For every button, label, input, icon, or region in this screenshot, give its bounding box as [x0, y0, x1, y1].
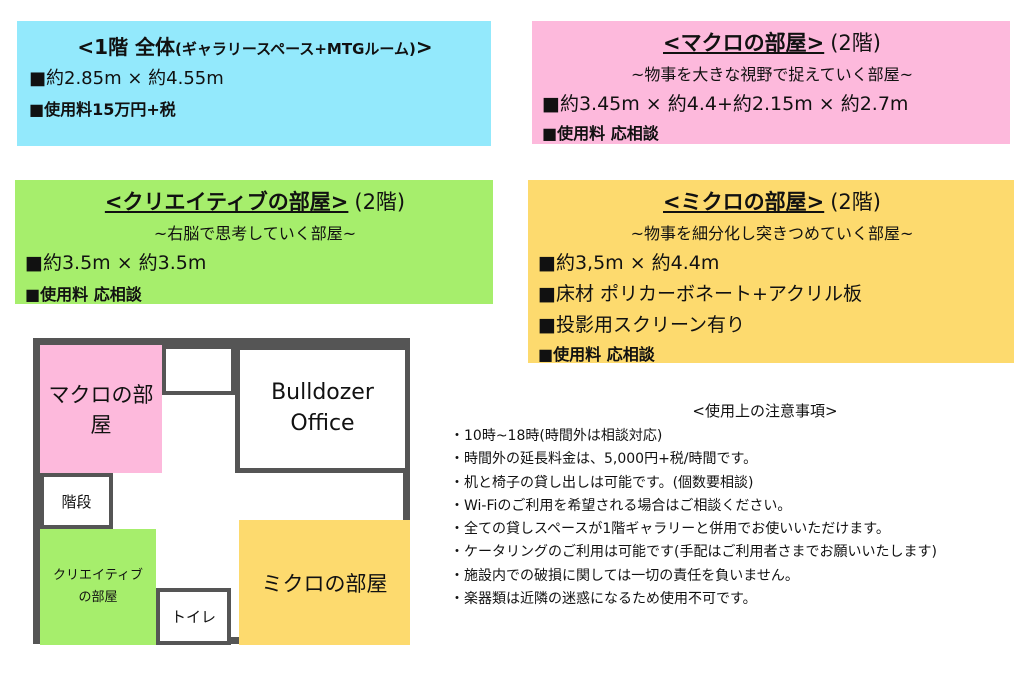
floorplan-stairs-label: 階段: [61, 492, 92, 511]
micro-room-info-box: <ミクロの部屋>(2階) ~物事を細分化し突きつめていく部屋~ ■約3,5m ×…: [528, 180, 1014, 364]
floor1-title: <1階 全体(ギャラリースペース+MTGルーム)>: [29, 31, 481, 60]
floorplan-toilet-label: トイレ: [170, 608, 216, 626]
usage-note-item: ・楽器類は近隣の迷惑になるため使用不可です。: [450, 591, 757, 608]
micro-room-title-text: <ミクロの部屋>: [663, 190, 825, 214]
macro-room-size: ■約3.45m × 約4.4+約2.15m × 約2.7m: [542, 93, 909, 115]
macro-room-fee: ■使用料 応相談: [542, 124, 659, 143]
floorplan-micro-label: ミクロの部屋: [261, 571, 388, 596]
floorplan-toilet: トイレ: [156, 588, 231, 645]
creative-room-size: ■約3.5m × 約3.5m: [25, 252, 207, 274]
floorplan-office-label-line1: Bulldozer: [271, 380, 374, 406]
usage-note-item: ・Wi-Fiのご利用を希望される場合はご相談ください。: [450, 497, 792, 514]
floorplan-office-label-line2: Office: [290, 411, 355, 436]
micro-room-floor-material: ■床材 ポリカーボネート+アクリル板: [538, 283, 862, 305]
floor1-title-text: <1階 全体: [77, 35, 176, 59]
macro-room-subtitle: ~物事を大きな視野で捉えていく部屋~: [630, 65, 913, 84]
usage-note-item: ・施設内での破損に関しては一切の責任を負いません。: [450, 567, 799, 584]
creative-room-title-text: <クリエイティブの部屋>: [104, 190, 349, 214]
usage-notes-heading: <使用上の注意事項>: [692, 402, 838, 420]
floorplan-creative-label-line1: クリエイティブ: [53, 567, 143, 583]
floor1-size: ■約2.85m × 約4.55m: [29, 68, 224, 89]
micro-room-fee: ■使用料 応相談: [538, 345, 655, 364]
floorplan-macro-label: マクロの部屋: [48, 383, 154, 437]
micro-room-title: <ミクロの部屋>(2階): [538, 186, 1006, 216]
micro-room-screen: ■投影用スクリーン有り: [538, 314, 746, 336]
creative-room-info-box: <クリエイティブの部屋>(2階) ~右脳で思考していく部屋~ ■約3.5m × …: [15, 180, 493, 304]
floorplan-creative-label-line2: の部屋: [78, 590, 118, 605]
floorplan-creative-room: クリエイティブ の部屋: [40, 529, 156, 645]
floorplan-stairs: 階段: [40, 473, 113, 529]
creative-room-subtitle: ~右脳で思考していく部屋~: [153, 224, 357, 243]
floorplan-micro-room: ミクロの部屋: [239, 520, 410, 645]
floor1-title-note: (ギャラリースペース+MTGルーム): [175, 40, 416, 58]
creative-room-level: (2階): [354, 190, 406, 214]
floorplan-macro-room: マクロの部屋: [40, 345, 162, 473]
floorplan-small-room: [162, 345, 235, 395]
floor-plan: マクロの部屋 Bulldozer Office 階段 クリエイティブ の部屋 ト…: [33, 338, 410, 645]
usage-note-item: ・全ての貸しスペースが1階ギャラリーと併用でお使いいただけます。: [450, 521, 890, 538]
macro-room-title: <マクロの部屋>(2階): [542, 27, 1002, 57]
floor1-title-end: >: [415, 35, 433, 59]
usage-notes: <使用上の注意事項> ・10時~18時(時間外は相談対応) ・時間外の延長料金は…: [450, 400, 1020, 611]
macro-room-info-box: <マクロの部屋>(2階) ~物事を大きな視野で捉えていく部屋~ ■約3.45m …: [532, 21, 1010, 144]
floor1-info-box: <1階 全体(ギャラリースペース+MTGルーム)> ■約2.85m × 約4.5…: [17, 21, 491, 146]
floorplan-office: Bulldozer Office: [235, 345, 410, 473]
usage-note-item: ・時間外の延長料金は、5,000円+税/時間です。: [450, 451, 758, 468]
usage-note-item: ・ケータリングのご利用は可能です(手配はご利用者さまでお願いいたします): [450, 544, 937, 561]
usage-note-item: ・机と椅子の貸し出しは可能です。(個数要相談): [450, 474, 754, 491]
creative-room-title: <クリエイティブの部屋>(2階): [25, 186, 485, 216]
creative-room-fee: ■使用料 応相談: [25, 285, 142, 304]
usage-note-item: ・10時~18時(時間外は相談対応): [450, 428, 663, 444]
macro-room-title-text: <マクロの部屋>: [663, 31, 825, 55]
micro-room-size: ■約3,5m × 約4.4m: [538, 252, 720, 274]
micro-room-level: (2階): [830, 190, 881, 214]
floor1-fee: ■使用料15万円+税: [29, 100, 176, 119]
macro-room-level: (2階): [830, 31, 881, 55]
micro-room-subtitle: ~物事を細分化し突きつめていく部屋~: [630, 224, 914, 243]
